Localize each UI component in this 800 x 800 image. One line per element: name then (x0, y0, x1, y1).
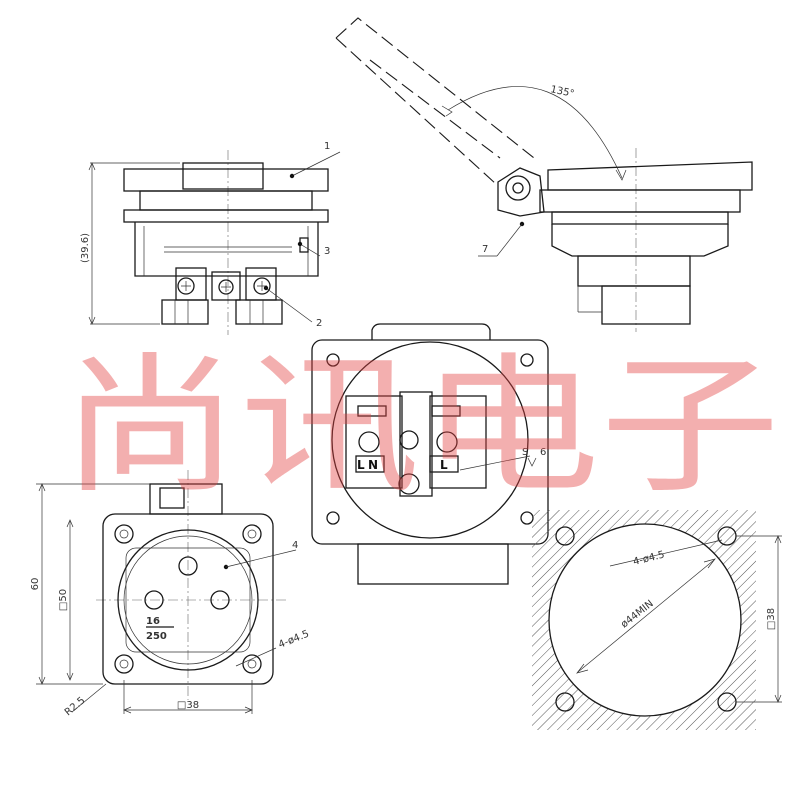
angle-label: 135° (549, 84, 575, 100)
surface-mark-symbol (527, 457, 537, 467)
front-hole-spec: 4-ø4.5 (277, 629, 311, 651)
dimension-square-50: □50 (58, 589, 69, 611)
surface-mark: S (522, 447, 528, 458)
lid-open-view (335, 17, 753, 332)
cutout-hole-spec: 4-ø4.5 (632, 549, 666, 567)
terminal-mark-left: L (357, 458, 365, 472)
part-number-7: 7 (482, 244, 488, 255)
dimension-square-38: □38 (177, 700, 199, 711)
side-view (88, 150, 341, 335)
part-number-2: 2 (316, 318, 322, 329)
corner-radius: R2.5 (63, 695, 88, 718)
watermark-text: 尚讯电子 (60, 340, 780, 514)
height-dimension: (39.6) (80, 233, 91, 263)
rating-voltage: 250 (146, 631, 167, 642)
terminal-mark-neutral: N (368, 458, 378, 472)
cutout-dimension-square-38: □38 (766, 608, 777, 630)
panel-cutout-view (532, 510, 782, 730)
part-number-4: 4 (292, 540, 298, 551)
part-number-1: 1 (324, 141, 330, 152)
front-view (36, 470, 297, 714)
back-view (311, 323, 549, 585)
cutout-diameter: ø44MIN (619, 598, 656, 630)
part-number-3: 3 (324, 246, 330, 257)
dimension-60: 60 (30, 578, 41, 591)
part-number-6: 6 (540, 447, 546, 458)
terminal-mark-right: L (440, 458, 448, 472)
rating-current: 16 (146, 616, 160, 627)
